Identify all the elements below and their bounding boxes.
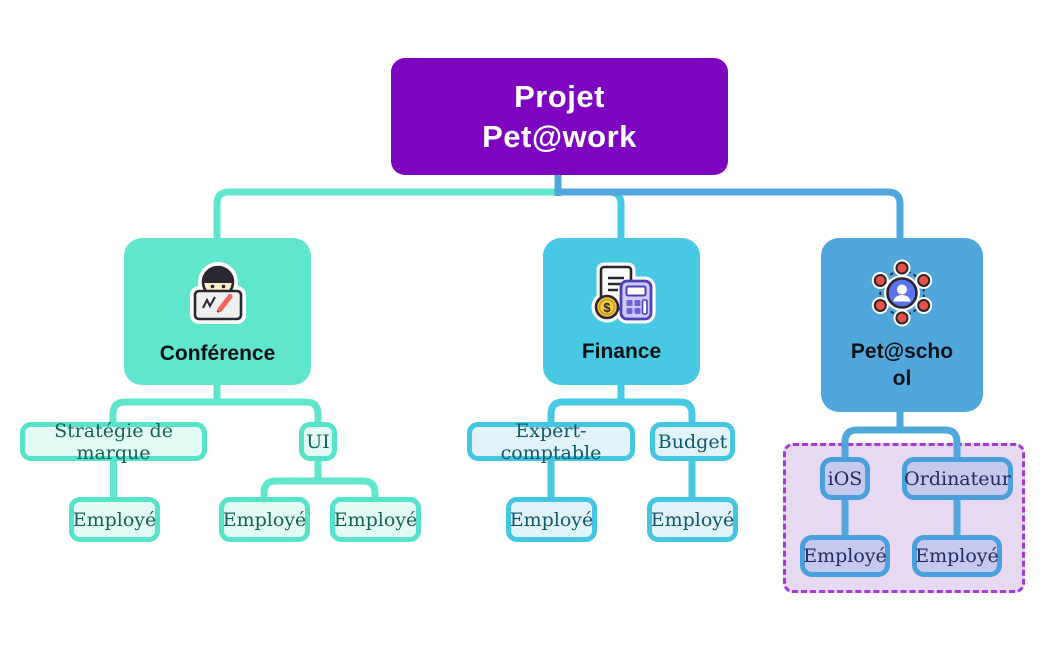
node-strategie-de-marque: Stratégie de marque: [20, 420, 207, 464]
node-expert-comptable: Expert-comptable: [467, 420, 635, 464]
node-ui: UI: [299, 422, 337, 461]
node-employe: Employé: [912, 535, 1002, 577]
node-employe: Employé: [647, 497, 738, 542]
node-ios: iOS: [820, 457, 870, 500]
branch-label: Pet@scho ol: [850, 340, 954, 391]
node-employe: Employé: [69, 497, 160, 542]
node-employe: Employé: [219, 497, 310, 542]
node-employe: Employé: [800, 535, 890, 577]
node-ordinateur: Ordinateur: [902, 457, 1013, 500]
branch-label: Finance: [581, 340, 662, 363]
branch-node-petschool: Pet@scho ol: [821, 238, 983, 412]
branch-node-finance: $ Finance: [543, 238, 700, 385]
branch-node-conference: Conférence: [124, 238, 311, 385]
branch-label: Conférence: [159, 342, 276, 365]
root-node-projet-petwork: Projet Pet@work: [391, 58, 728, 175]
node-budget: Budget: [650, 422, 735, 461]
network-people-icon: [871, 259, 933, 327]
node-employe: Employé: [506, 497, 597, 542]
node-employe: Employé: [330, 497, 421, 542]
dollar-glyph: $: [603, 300, 611, 315]
document-calculator-coin-icon: $: [591, 262, 655, 324]
presenter-laptop-icon: [189, 262, 246, 324]
